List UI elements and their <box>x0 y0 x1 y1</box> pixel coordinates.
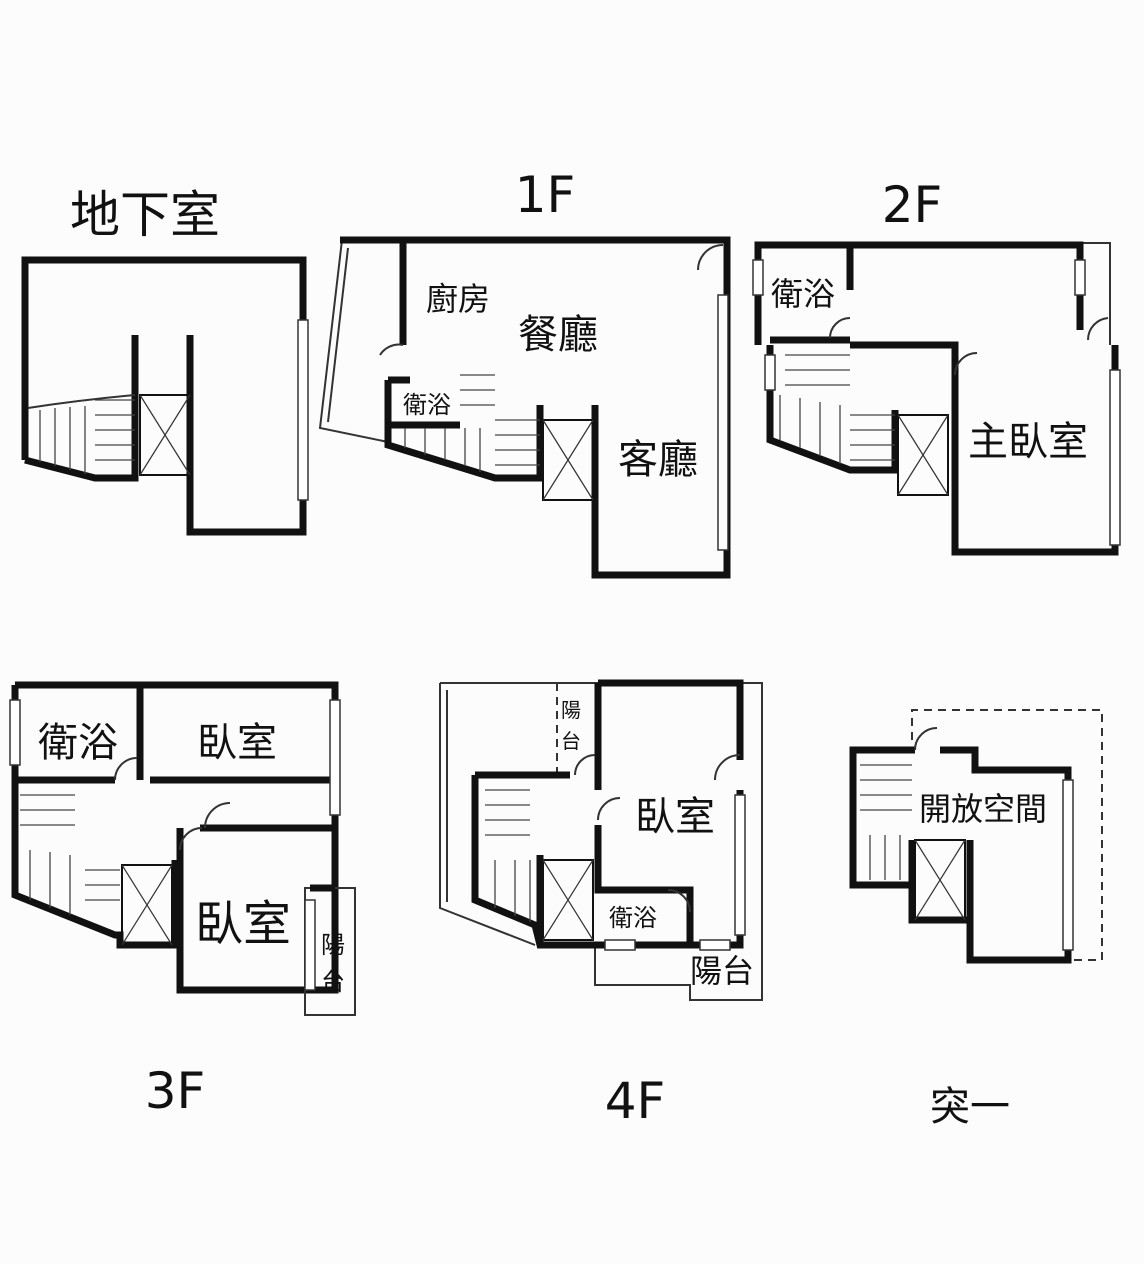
door-swing <box>697 244 724 271</box>
stairs <box>485 789 531 922</box>
2f-title: 2F <box>882 176 943 234</box>
stairs <box>779 354 895 464</box>
window <box>717 294 729 551</box>
elevator-icon <box>542 419 594 501</box>
stairs <box>404 374 540 472</box>
room-bath: 衛浴 <box>771 275 835 313</box>
room-bedroom-2: 臥室 <box>195 896 291 952</box>
stairs <box>20 794 120 915</box>
stairs <box>27 394 136 474</box>
room-bath: 衛浴 <box>609 904 657 932</box>
basement-title: 地下室 <box>70 186 220 244</box>
window <box>297 319 309 501</box>
room-bath: 衛浴 <box>403 391 451 419</box>
floor-1f-plan: 1F 廚房 餐廳 衛浴 客廳 <box>318 166 731 579</box>
room-balcony-1-top: 陽 <box>561 698 581 722</box>
room-balcony-2: 陽台 <box>690 952 754 990</box>
room-balcony-top: 陽 <box>321 931 345 959</box>
room-balcony-bottom: 台 <box>321 968 345 996</box>
elevator-icon <box>542 859 594 941</box>
basement-plan: 地下室 <box>21 186 309 536</box>
elevator-icon <box>139 394 191 476</box>
4f-title: 4F <box>605 1072 666 1130</box>
room-bedroom: 臥室 <box>635 794 715 840</box>
room-living: 客廳 <box>618 437 698 483</box>
3f-title: 3F <box>145 1062 206 1120</box>
floor-2f-plan: 2F 衛浴 主臥室 <box>752 176 1121 556</box>
room-kitchen: 廚房 <box>426 280 490 318</box>
floor-4f-plan: 4F 陽 台 臥室 衛浴 陽台 <box>439 679 763 1130</box>
window <box>1109 369 1121 546</box>
room-balcony-1-bottom: 台 <box>561 729 581 753</box>
room-bedroom-1: 臥室 <box>197 720 277 766</box>
elevator-icon <box>121 864 173 946</box>
elevator-icon <box>914 839 966 921</box>
elevator-icon <box>897 414 949 496</box>
room-master-bedroom: 主臥室 <box>968 419 1088 465</box>
room-dining: 餐廳 <box>518 312 598 358</box>
floor-3f-plan: 3F 衛浴 臥室 臥室 陽 台 <box>9 681 356 1120</box>
stairs <box>860 764 912 880</box>
room-open-space: 開放空間 <box>919 790 1047 828</box>
roof-title: 突一 <box>930 1084 1010 1130</box>
1f-title: 1F <box>515 166 576 224</box>
floor-roof-plan: 突一 開放空間 <box>849 709 1103 1130</box>
room-bath: 衛浴 <box>38 720 118 766</box>
